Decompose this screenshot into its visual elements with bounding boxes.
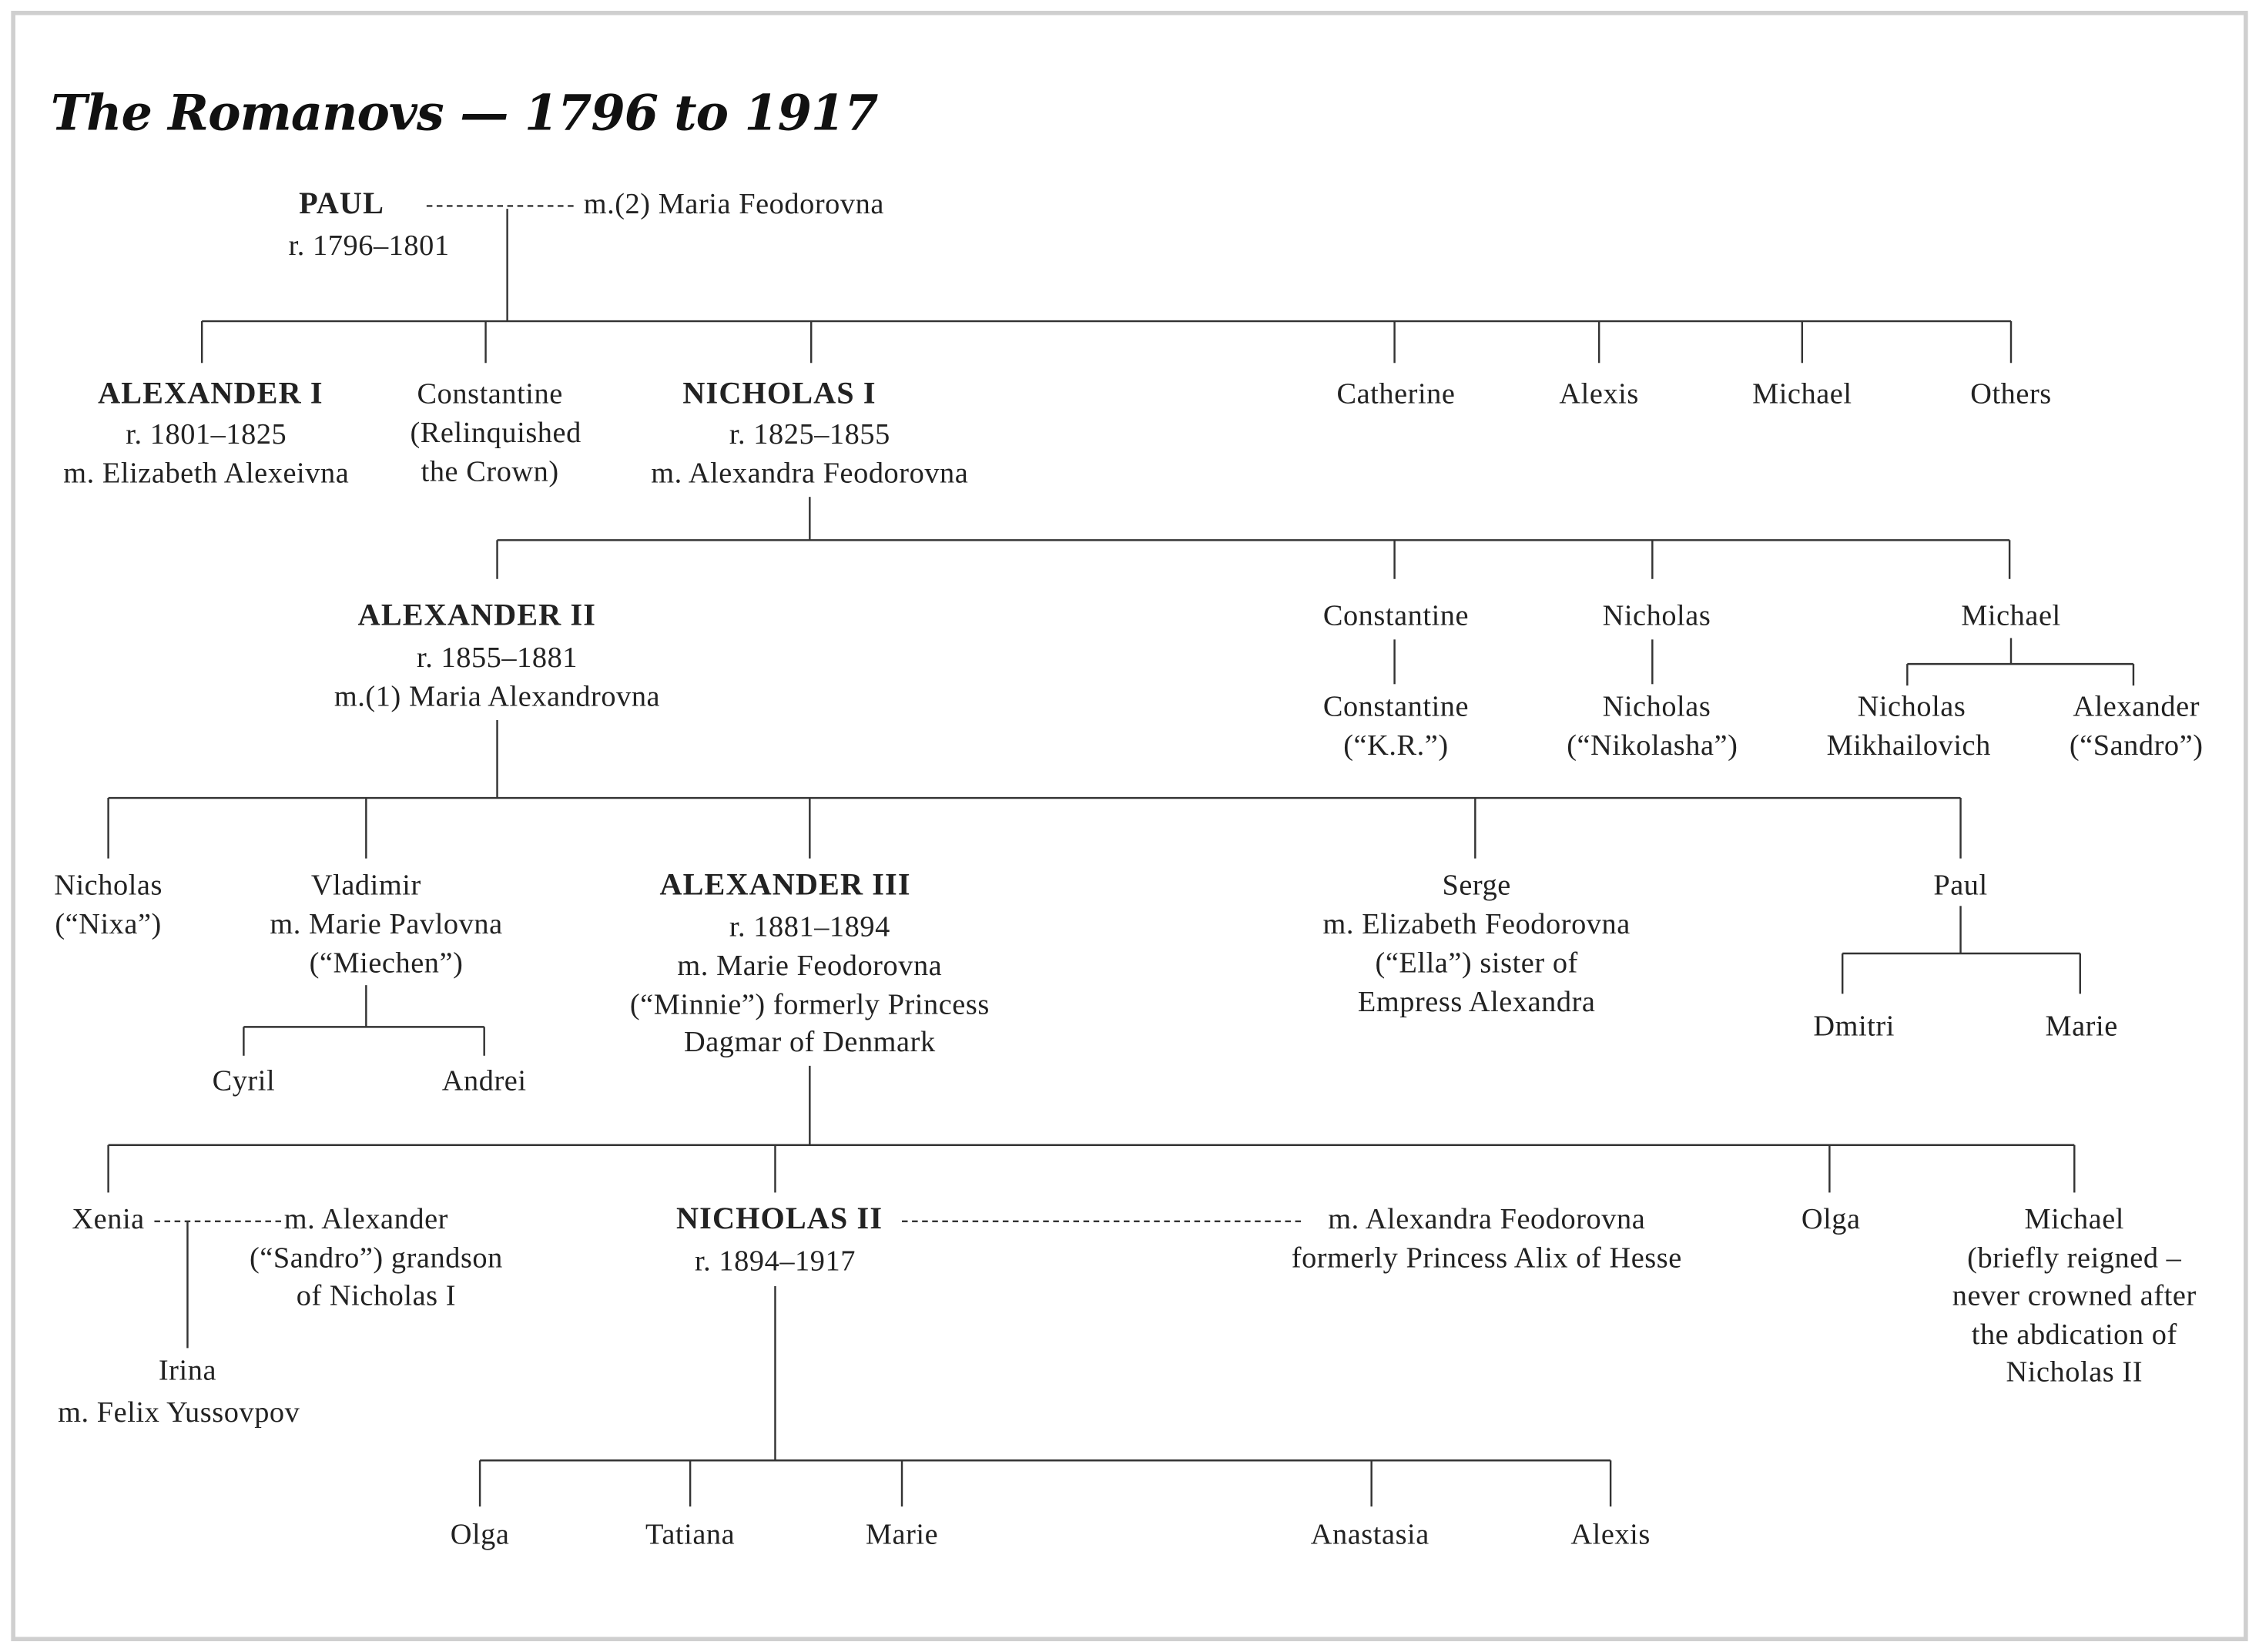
spouse: m. Alexander	[284, 1203, 448, 1235]
person-name: Nicholas	[1603, 600, 1711, 632]
spouse: m. Elizabeth Feodorovna	[1323, 908, 1631, 940]
spouse: m.(2) Maria Feodorovna	[584, 188, 884, 220]
person-name: Dmitri	[1813, 1010, 1895, 1043]
person-name: Nicholas	[1858, 690, 1966, 722]
reign: r. 1801–1825	[126, 418, 287, 451]
nickname: (“K.R.”)	[1343, 729, 1448, 762]
person-name: Anastasia	[1311, 1519, 1429, 1551]
person-name: ALEXANDER III	[659, 866, 910, 901]
person-name: Constantine	[1323, 690, 1469, 722]
spouse: m. Felix Yussovpov	[58, 1396, 300, 1429]
person-name: PAUL	[299, 186, 384, 220]
spouse: m. Alexandra Feodorovna	[651, 457, 968, 489]
person-name: Michael	[2025, 1203, 2125, 1235]
person-name: ALEXANDER I	[98, 376, 323, 410]
reign: r. 1796–1801	[289, 230, 450, 262]
person-name: ALEXANDER II	[358, 598, 596, 632]
person-name: NICHOLAS II	[676, 1201, 883, 1235]
spouse: m.(1) Maria Alexandrovna	[334, 680, 660, 712]
person-name: Vladimir	[311, 869, 421, 901]
labels: PAUL r. 1796–1801 m.(2) Maria FeodorovnaAL…	[54, 186, 2203, 1551]
reign: r. 1825–1855	[729, 418, 890, 451]
person-name: Mikhailovich	[1827, 729, 1991, 762]
note: (briefly reigned –	[1967, 1242, 2182, 1275]
person-name: Cyril	[213, 1065, 276, 1097]
person-name: Marie	[866, 1519, 938, 1551]
spouse: m. Marie Feodorovna	[677, 950, 942, 982]
note: (“Minnie”) formerly Princess	[630, 989, 990, 1021]
person-name: Michael	[1752, 378, 1852, 410]
nickname: (“Sandro”)	[2070, 729, 2204, 762]
person-name: Marie	[2045, 1010, 2117, 1043]
person-name: Tatiana	[645, 1519, 735, 1551]
person-name: Constantine	[417, 378, 563, 410]
person-name: Serge	[1442, 869, 1510, 901]
note: Empress Alexandra	[1358, 986, 1596, 1018]
nickname: (“Miechen”)	[310, 947, 464, 979]
spouse: m. Elizabeth Alexeivna	[63, 457, 349, 489]
note: (Relinquished	[410, 417, 581, 449]
person-name: Nicholas	[54, 869, 163, 901]
note: Dagmar of Denmark	[684, 1026, 936, 1058]
person-name: Catherine	[1336, 378, 1455, 410]
person-name: Constantine	[1323, 600, 1469, 632]
chart-title: The Romanovs — 1796 to 1917	[51, 83, 878, 141]
person-name: Others	[1970, 378, 2052, 410]
note: formerly Princess Alix of Hesse	[1292, 1242, 1682, 1275]
connectors	[107, 205, 2135, 1507]
nickname: (“Nixa”)	[55, 908, 162, 940]
reign: r. 1855–1881	[417, 642, 578, 674]
note: (“Ella”) sister of	[1376, 947, 1578, 979]
person-name: Nicholas	[1603, 690, 1711, 722]
person-name: Olga	[451, 1519, 510, 1551]
person-name: Irina	[159, 1355, 216, 1387]
person-name: Alexander	[2073, 690, 2200, 722]
person-name: Alexis	[1559, 378, 1638, 410]
note: Nicholas II	[2006, 1355, 2143, 1388]
note: of Nicholas I	[297, 1279, 456, 1312]
person-name: Andrei	[442, 1065, 527, 1097]
person-name: Olga	[1802, 1203, 1861, 1235]
nickname: (“Nikolasha”)	[1567, 729, 1738, 762]
page-frame	[11, 11, 2248, 1641]
note: (“Sandro”) grandson	[250, 1242, 503, 1275]
note: the abdication of	[1972, 1319, 2177, 1351]
spouse: m. Marie Pavlovna	[270, 908, 502, 940]
person-name: Michael	[1961, 600, 2061, 632]
person-name: Alexis	[1570, 1519, 1650, 1551]
note: never crowned after	[1952, 1279, 2197, 1312]
reign: r. 1894–1917	[695, 1245, 856, 1277]
person-name: Paul	[1933, 869, 1987, 901]
person-name: Xenia	[72, 1203, 144, 1235]
person-name: NICHOLAS I	[682, 376, 876, 410]
note: the Crown)	[421, 456, 559, 488]
reign: r. 1881–1894	[729, 911, 890, 943]
spouse: m. Alexandra Feodorovna	[1328, 1203, 1645, 1235]
